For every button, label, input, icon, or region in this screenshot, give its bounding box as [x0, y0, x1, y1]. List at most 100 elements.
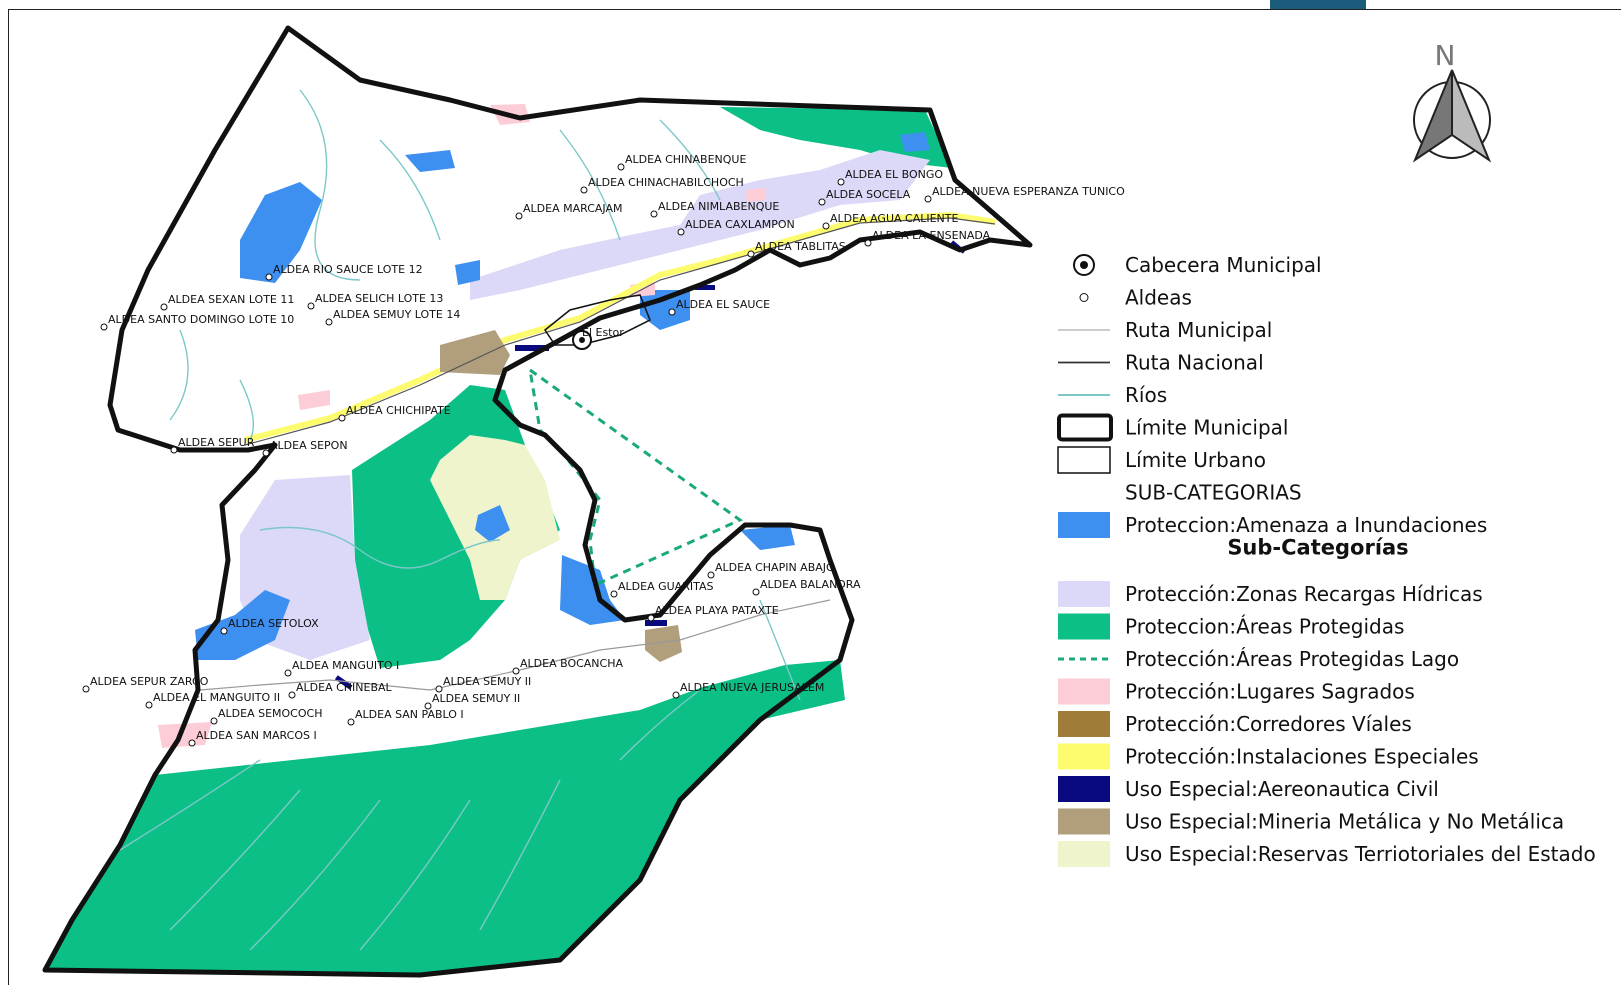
village-dot [265, 273, 273, 281]
legend-label: Uso Especial:Mineria Metálica y No Metál… [1125, 810, 1564, 834]
village-dot [325, 318, 333, 326]
village-label: ALDEA SEPUR [178, 436, 255, 449]
sacred-site-3 [158, 722, 212, 748]
legend-label: Protección:Corredores Víales [1125, 712, 1412, 736]
village-marker: ALDEA CAXLAMPON [677, 218, 795, 236]
village-marker: ALDEA EL MANGUITO II [145, 691, 280, 709]
legend-swatch [1058, 776, 1110, 802]
legend-subcategory-item: Protección:Zonas Recargas Hídricas [1058, 581, 1483, 607]
north-arrow: N [1412, 39, 1492, 163]
village-dot [677, 228, 685, 236]
village-dot [752, 588, 760, 596]
village-dot [424, 702, 432, 710]
village-dot [512, 667, 520, 675]
village-marker: ALDEA SEMUY II [435, 675, 531, 693]
national-route [244, 217, 996, 446]
village-marker: ALDEA EL SAUCE [668, 298, 770, 316]
mining-area-2 [645, 625, 682, 662]
legend-label: Protección:Instalaciones Especiales [1125, 745, 1479, 769]
village-label: ALDEA SEMUY II [432, 692, 520, 705]
legend-swatch [1058, 512, 1110, 538]
legend-label: Proteccion:Áreas Protegidas [1125, 615, 1404, 639]
village-label: ALDEA SEMUY II [443, 675, 531, 688]
village-label: ALDEA SEXAN LOTE 11 [168, 293, 294, 306]
village-label: ALDEA EL MANGUITO II [153, 691, 280, 704]
village-label: ALDEA EL BONGO [845, 168, 943, 181]
village-marker: ALDEA LA ENSENADA [864, 229, 991, 247]
flood-zone-8 [900, 132, 930, 152]
village-label: ALDEA RIO SAUCE LOTE 12 [273, 263, 423, 276]
legend-label: Límite Urbano [1125, 448, 1266, 472]
village-label: ALDEA SANTO DOMINGO LOTE 10 [108, 313, 294, 326]
village-label: ALDEA CHINEBAL [296, 681, 393, 694]
legend-subcategory-item: Protección:Lugares Sagrados [1058, 678, 1415, 705]
municipal-route [199, 599, 831, 691]
legend-label: Proteccion:Amenaza a Inundaciones [1125, 513, 1487, 537]
village-marker: ALDEA SEMUY LOTE 14 [325, 308, 460, 326]
village-dot [647, 614, 655, 622]
village-dot [262, 449, 270, 457]
legend-item: Ruta Municipal [1058, 318, 1272, 342]
town-label: El Estor [582, 326, 624, 339]
flood-zone-2 [405, 150, 455, 172]
legend-item: Límite Municipal [1057, 413, 1288, 442]
village-marker: ALDEA NUEVA JERUSALEM [672, 681, 824, 699]
legend-label: Protección:Áreas Protegidas Lago [1125, 647, 1459, 671]
village-marker: ALDEA BALANDRA [752, 578, 861, 596]
village-marker: ALDEA SEMUY II [424, 692, 520, 710]
legend-label: Límite Municipal [1125, 416, 1288, 440]
village-dot [668, 308, 676, 316]
legend-swatch [1058, 743, 1110, 770]
village-dot [650, 210, 658, 218]
village-label: ALDEA SAN MARCOS I [196, 729, 317, 742]
village-dot [100, 323, 108, 331]
legend-subcategory-item: Uso Especial:Reservas Terriotoriales del… [1058, 841, 1596, 867]
village-marker: ALDEA NUEVA ESPERANZA TUNICO [924, 185, 1125, 203]
village-marker: ALDEA SANTO DOMINGO LOTE 10 [100, 313, 294, 331]
legend-swatch [1079, 293, 1089, 302]
legend-subcategory-item: Uso Especial:Aereonautica Civil [1058, 776, 1439, 802]
village-label: ALDEA SAN PABLO I [355, 708, 464, 721]
legend-item: Ruta Nacional [1058, 351, 1264, 375]
village-label: ALDEA CHINACHABILCHOCH [588, 176, 744, 189]
legend-swatch [1058, 581, 1110, 607]
protected-area-south [45, 660, 845, 975]
village-label: ALDEA TABLITAS [755, 240, 846, 253]
legend-swatch [1073, 254, 1095, 276]
village-marker: ALDEA CHICHIPATE [338, 404, 451, 422]
village-label: ALDEA MARCAJAM [523, 202, 622, 215]
north-letter: N [1435, 39, 1456, 72]
legend-label: Uso Especial:Aereonautica Civil [1125, 777, 1439, 801]
village-marker: ALDEA CHINACHABILCHOCH [580, 176, 744, 194]
village-dot [338, 414, 346, 422]
village-dot [818, 198, 826, 206]
aeronautic-site-3 [334, 675, 353, 690]
legend-label: SUB-CATEGORIAS [1125, 481, 1302, 505]
village-marker: ALDEA SOCELA [818, 188, 911, 206]
village-label: ALDEA PLAYA PATAXTE [655, 604, 779, 617]
municipality-map [42, 25, 1033, 978]
municipal-boundary [42, 25, 1033, 978]
legend-swatch [1058, 808, 1110, 835]
village-marker: ALDEA MANGUITO I [284, 659, 399, 677]
legend-swatch [1058, 711, 1110, 737]
flood-zone-9 [475, 505, 510, 542]
village-dot [617, 163, 625, 171]
village-dot [924, 195, 932, 203]
legend-subcategory-item: Protección:Instalaciones Especiales [1058, 743, 1479, 770]
village-label: ALDEA SEMUY LOTE 14 [333, 308, 460, 321]
village-marker: ALDEA RIO SAUCE LOTE 12 [265, 263, 423, 281]
village-marker: ALDEA SAN PABLO I [347, 708, 464, 726]
village-label: ALDEA SELICH LOTE 13 [315, 292, 443, 305]
village-dot [288, 691, 296, 699]
legend-label: Protección:Lugares Sagrados [1125, 680, 1415, 704]
village-label: ALDEA BOCANCHA [520, 657, 623, 670]
frame-left-border [8, 9, 9, 985]
village-label: ALDEA LA ENSENADA [872, 229, 991, 242]
legend-subcategory-item: Proteccion:Áreas Protegidas [1058, 613, 1404, 640]
village-dot [160, 303, 168, 311]
legend-swatch [1057, 413, 1113, 442]
village-marker: ALDEA SEPON [262, 439, 348, 457]
